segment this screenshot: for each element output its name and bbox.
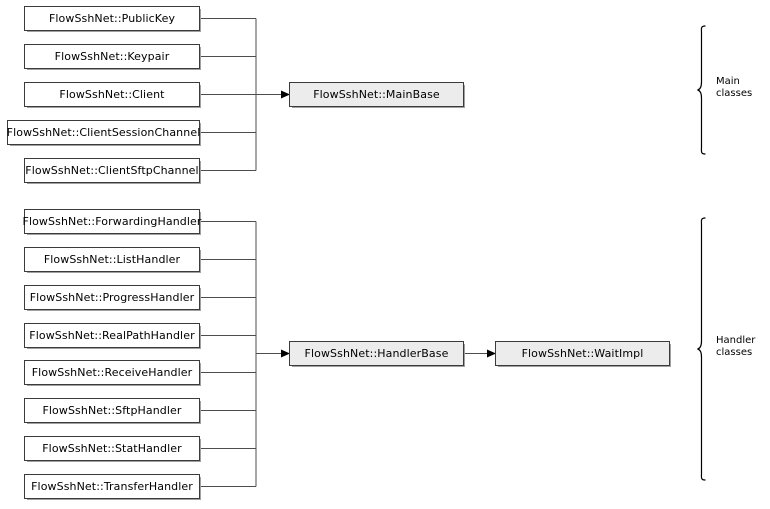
class-node-listhandler[interactable]: FlowSshNet::ListHandler <box>24 247 200 272</box>
class-node-label: FlowSshNet::ClientSftpChannel <box>25 164 199 177</box>
class-node-label: FlowSshNet::TransferHandler <box>31 480 193 493</box>
group-label-main-line1: Main <box>716 76 740 87</box>
group-label-main: Main classes <box>716 76 752 100</box>
class-node-waitimpl[interactable]: FlowSshNet::WaitImpl <box>495 341 670 366</box>
class-node-label: FlowSshNet::SftpHandler <box>42 404 182 417</box>
class-node-publickey[interactable]: FlowSshNet::PublicKey <box>24 6 200 31</box>
class-node-label: FlowSshNet::ForwardingHandler <box>22 215 202 228</box>
class-node-handlerbase[interactable]: FlowSshNet::HandlerBase <box>289 341 464 366</box>
class-node-label: FlowSshNet::ProgressHandler <box>29 291 195 304</box>
class-node-label: FlowSshNet::Client <box>59 88 165 101</box>
group-label-handler-line1: Handler <box>716 335 756 346</box>
class-node-sftphandler[interactable]: FlowSshNet::SftpHandler <box>24 398 200 423</box>
class-node-label: FlowSshNet::HandlerBase <box>304 347 449 360</box>
class-node-label: FlowSshNet::StatHandler <box>42 442 182 455</box>
group-label-handler-line2: classes <box>716 347 753 358</box>
brace-handler <box>697 217 706 481</box>
class-node-receivehandler[interactable]: FlowSshNet::ReceiveHandler <box>24 360 200 385</box>
class-node-forwardinghandler[interactable]: FlowSshNet::ForwardingHandler <box>22 209 202 234</box>
class-node-client[interactable]: FlowSshNet::Client <box>24 82 200 107</box>
class-node-label: FlowSshNet::RealPathHandler <box>29 329 195 342</box>
class-node-label: FlowSshNet::ListHandler <box>43 253 181 266</box>
class-node-label: FlowSshNet::ReceiveHandler <box>31 366 193 379</box>
class-node-label: FlowSshNet::WaitImpl <box>521 347 644 360</box>
class-node-mainbase[interactable]: FlowSshNet::MainBase <box>289 82 464 107</box>
class-node-keypair[interactable]: FlowSshNet::Keypair <box>24 44 200 69</box>
arrowhead-mainbase <box>281 90 290 99</box>
group-label-main-line2: classes <box>716 88 753 99</box>
class-node-label: FlowSshNet::ClientSessionChannel <box>6 126 201 139</box>
group-label-handler: Handler classes <box>716 335 755 359</box>
class-node-clientsessionchannel[interactable]: FlowSshNet::ClientSessionChannel <box>7 120 200 145</box>
class-node-transferhandler[interactable]: FlowSshNet::TransferHandler <box>24 474 200 499</box>
arrowhead-waitimpl <box>487 349 496 358</box>
brace-main <box>697 25 706 155</box>
class-node-label: FlowSshNet::PublicKey <box>48 12 176 25</box>
class-node-progresshandler[interactable]: FlowSshNet::ProgressHandler <box>24 285 200 310</box>
class-node-label: FlowSshNet::Keypair <box>54 50 170 63</box>
class-node-label: FlowSshNet::MainBase <box>313 88 440 101</box>
class-node-realpathhandler[interactable]: FlowSshNet::RealPathHandler <box>24 323 200 348</box>
class-node-clientsftpchannel[interactable]: FlowSshNet::ClientSftpChannel <box>24 158 200 183</box>
arrowhead-handlerbase <box>281 349 290 358</box>
class-node-stathandler[interactable]: FlowSshNet::StatHandler <box>24 436 200 461</box>
